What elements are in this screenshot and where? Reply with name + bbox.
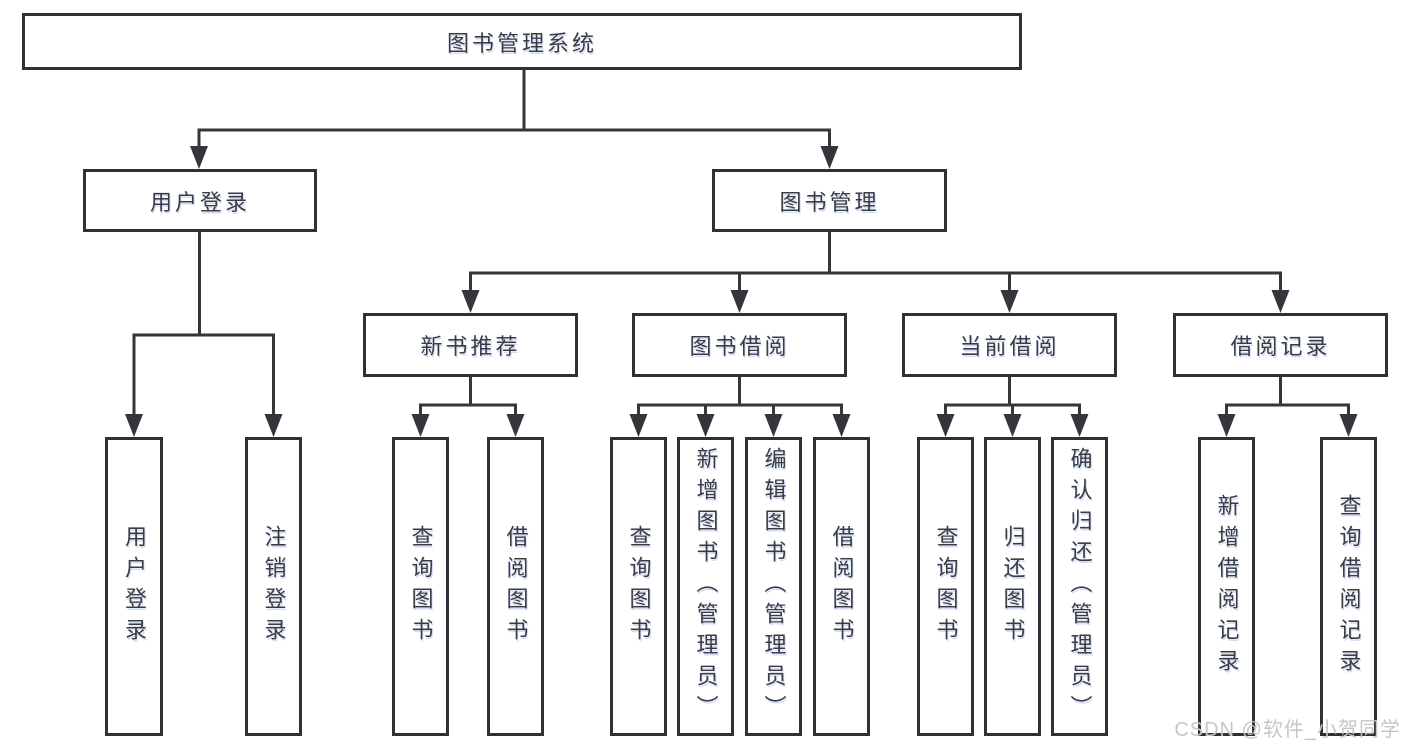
node-user-login: 用户登录 xyxy=(83,169,317,232)
leaf-rec-query-record-label: 查询借阅记录 xyxy=(1336,493,1362,680)
leaf-bw-add-books-admin: 新增图书（管理员） xyxy=(677,437,734,736)
node-borrowing-records-label: 借阅记录 xyxy=(1230,334,1331,359)
leaf-logout-label: 注销登录 xyxy=(261,524,287,649)
leaf-rec-add-record-label: 新增借阅记录 xyxy=(1214,493,1240,680)
csdn-watermark: CSDN @软件_小贺同学 xyxy=(1174,719,1401,741)
leaf-bw-edit-books-admin: 编辑图书（管理员） xyxy=(745,437,802,736)
node-user-login-label: 用户登录 xyxy=(149,189,250,215)
leaf-cur-query-books: 查询图书 xyxy=(917,437,974,736)
leaf-cur-return-books-label: 归还图书 xyxy=(1000,524,1026,649)
leaf-rec-query-record: 查询借阅记录 xyxy=(1320,437,1377,736)
leaf-cur-confirm-return-admin-label: 确认归还（管理员） xyxy=(1067,447,1093,726)
leaf-bw-borrow-books: 借阅图书 xyxy=(813,437,870,736)
node-root-label: 图书管理系统 xyxy=(446,30,597,56)
node-borrowing-records: 借阅记录 xyxy=(1173,313,1388,377)
leaf-bw-query-books: 查询图书 xyxy=(610,437,667,736)
node-book-borrowing: 图书借阅 xyxy=(632,313,847,377)
node-current-borrowing-label: 当前借阅 xyxy=(959,334,1060,359)
leaf-cur-query-books-label: 查询图书 xyxy=(933,524,959,649)
node-book-management: 图书管理 xyxy=(712,169,947,232)
leaf-logout: 注销登录 xyxy=(245,437,302,736)
leaf-nb-query-books: 查询图书 xyxy=(392,437,449,736)
leaf-user-login-label: 用户登录 xyxy=(122,524,147,649)
node-book-management-label: 图书管理 xyxy=(779,189,880,215)
node-new-book-recommendation: 新书推荐 xyxy=(363,313,578,377)
node-book-borrowing-label: 图书借阅 xyxy=(689,334,790,359)
leaf-cur-return-books: 归还图书 xyxy=(984,437,1041,736)
leaf-nb-query-books-label: 查询图书 xyxy=(408,524,434,649)
leaf-nb-borrow-books-label: 借阅图书 xyxy=(503,524,529,649)
leaf-bw-query-books-label: 查询图书 xyxy=(626,524,652,649)
leaf-nb-borrow-books: 借阅图书 xyxy=(487,437,544,736)
leaf-rec-add-record: 新增借阅记录 xyxy=(1198,437,1255,736)
leaf-cur-confirm-return-admin: 确认归还（管理员） xyxy=(1051,437,1108,736)
leaf-user-login: 用户登录 xyxy=(105,437,163,736)
leaf-bw-add-books-admin-label: 新增图书（管理员） xyxy=(693,447,719,726)
node-current-borrowing: 当前借阅 xyxy=(902,313,1117,377)
leaf-bw-edit-books-admin-label: 编辑图书（管理员） xyxy=(761,447,787,726)
node-new-book-recommendation-label: 新书推荐 xyxy=(420,334,521,359)
leaf-bw-borrow-books-label: 借阅图书 xyxy=(829,524,855,649)
node-root: 图书管理系统 xyxy=(22,13,1022,70)
